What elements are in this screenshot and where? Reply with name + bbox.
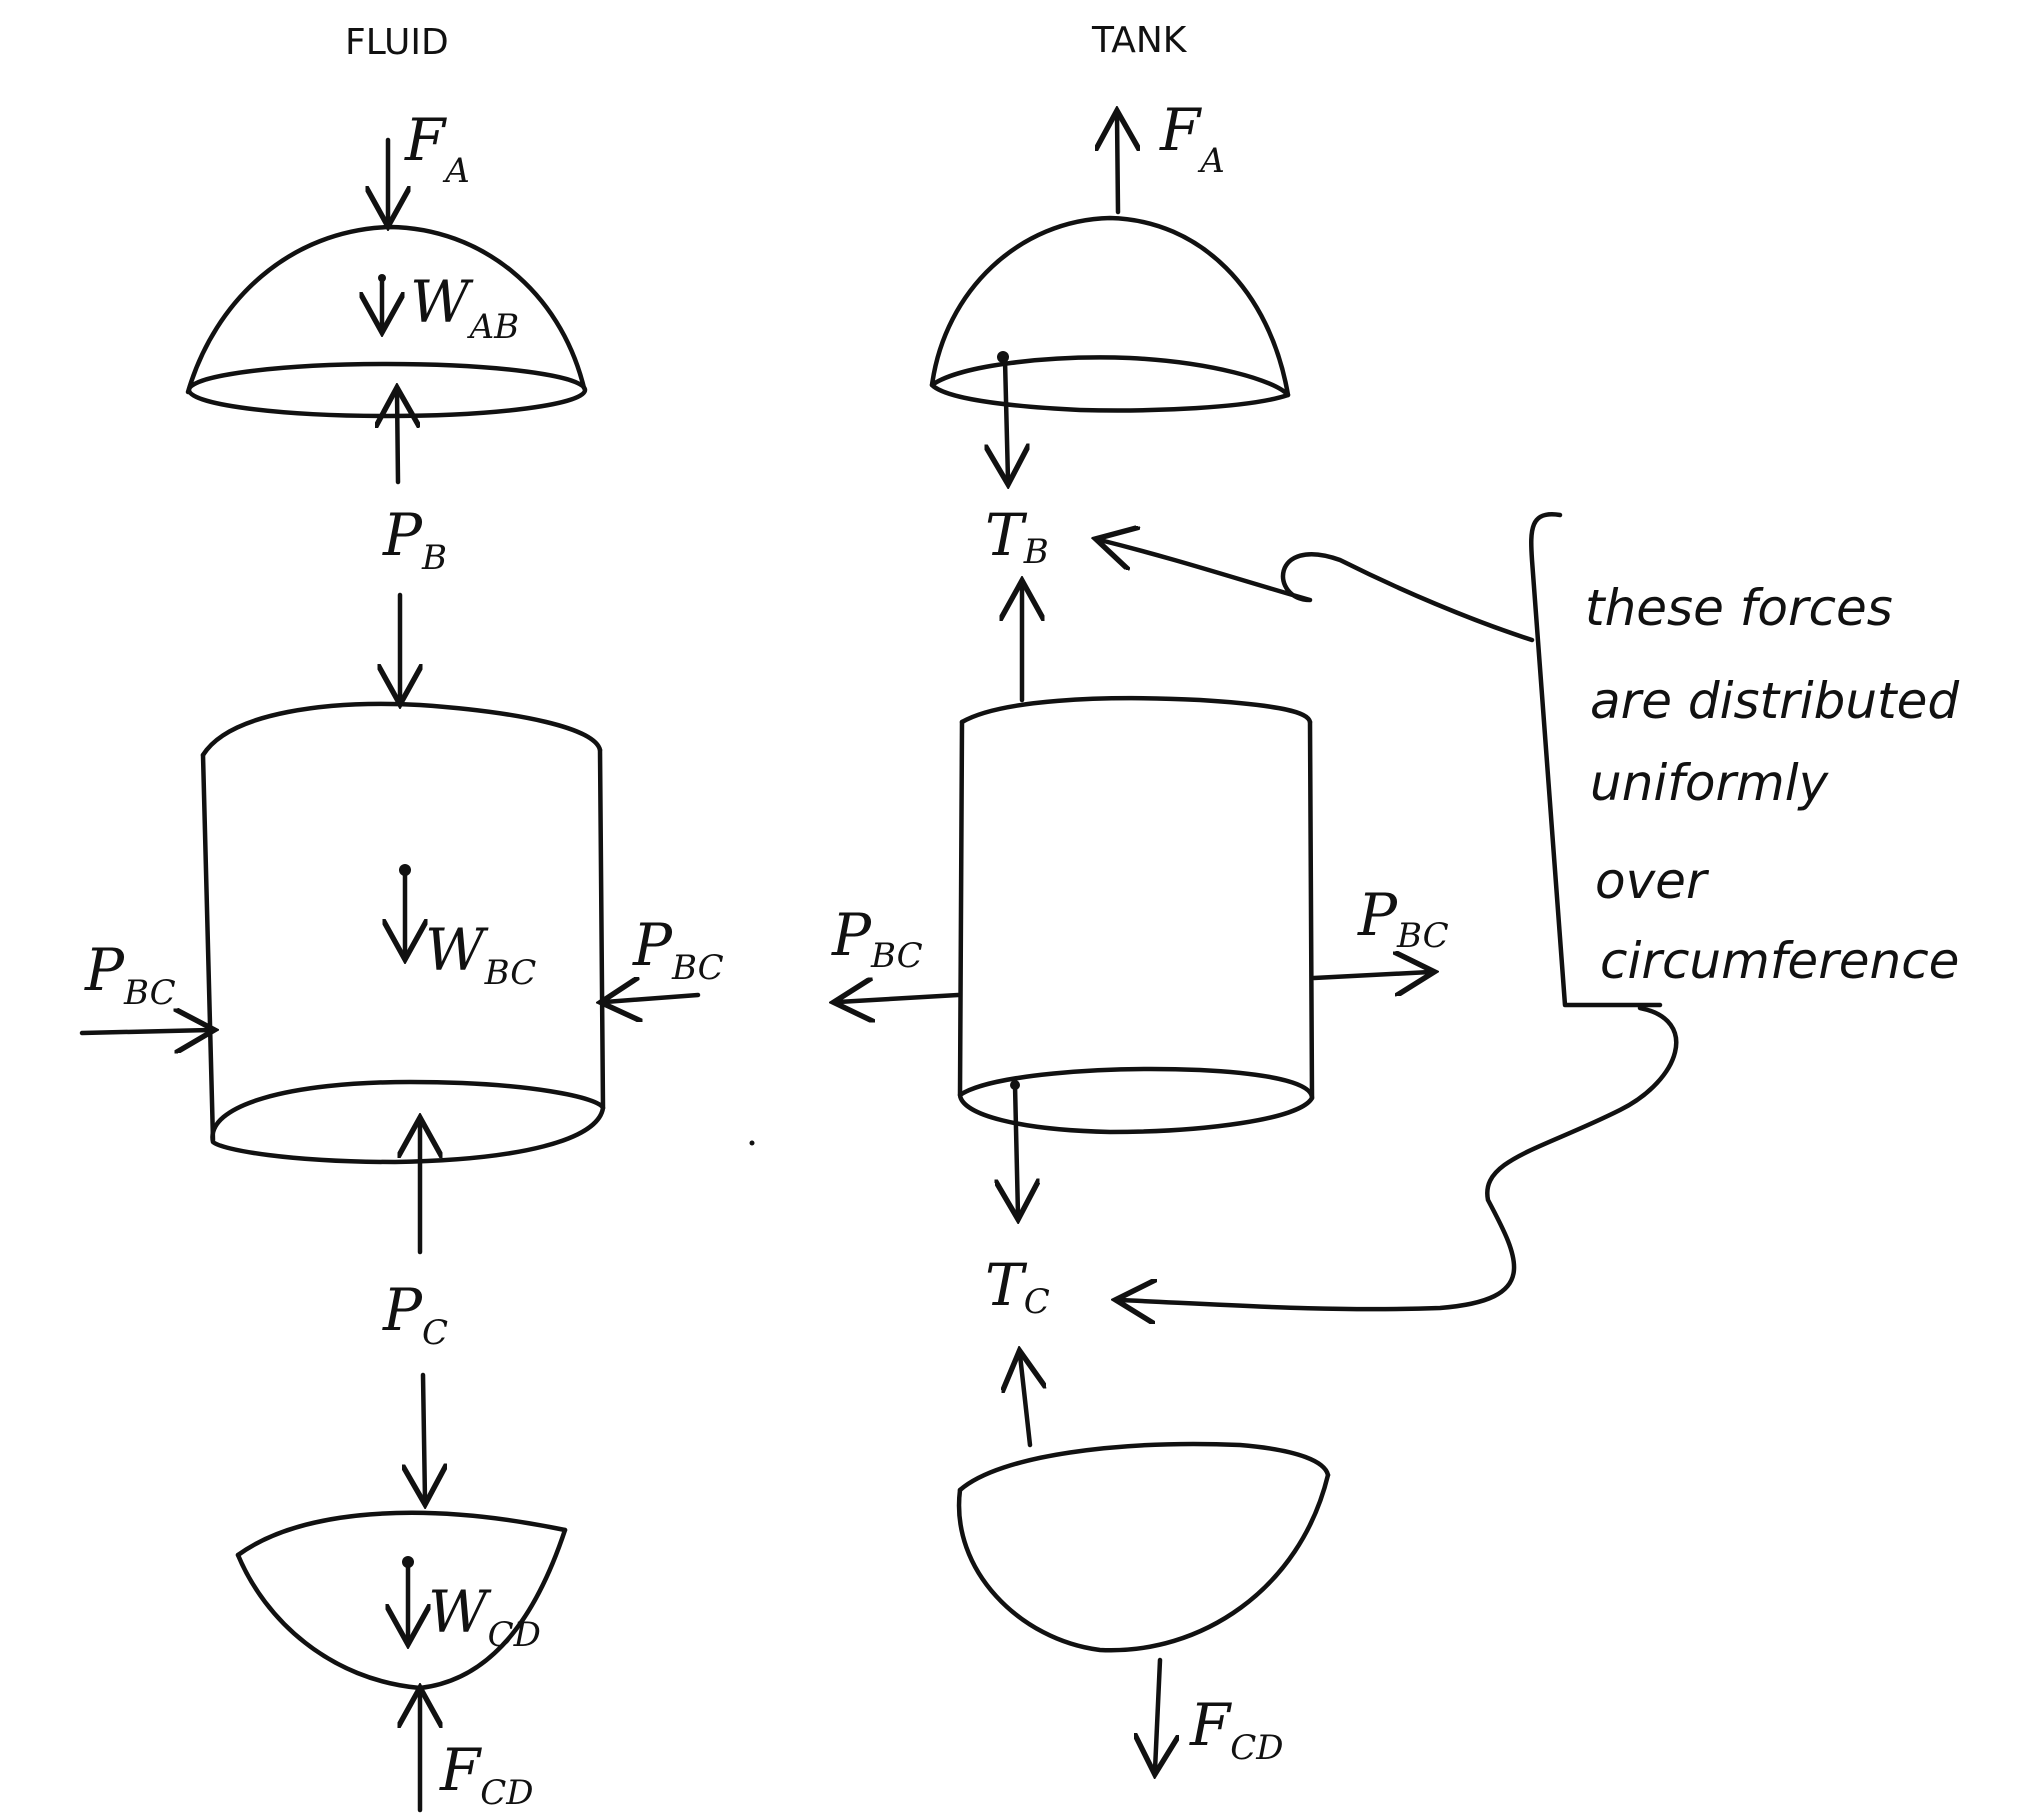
fluid-bottom-bowl — [235, 1510, 568, 1691]
tank-fa-label: FA — [1159, 96, 1225, 181]
fluid-wcd-point — [402, 1556, 414, 1568]
note-bracket — [1529, 511, 1663, 1008]
note-text: these forces are distributed uniformly o… — [1585, 579, 1959, 990]
tank-cylinder — [957, 695, 1315, 1135]
fluid-fa-label: FA — [404, 106, 470, 191]
tank-tc-down-arrow — [1015, 1082, 1018, 1215]
tank-tc-label: TC — [985, 1251, 1050, 1322]
tank-pbc-left-arrow — [838, 995, 961, 1002]
fluid-pbc-left-arrow — [79, 1030, 210, 1033]
tank-tb-down-arrow — [1005, 357, 1008, 480]
fluid-wab-label: WAB — [410, 268, 519, 347]
fluid-pc-down-arrow — [423, 1372, 425, 1500]
tank-pbc-left-label: PBC — [831, 901, 923, 976]
fluid-pb-label: PB — [382, 501, 447, 578]
fluid-wab-point — [378, 274, 386, 282]
tank-tc-up-arrow — [1020, 1355, 1030, 1448]
fluid-pbc-left-label: PBC — [84, 936, 176, 1013]
fluid-pbc-right-label: PBC — [632, 911, 724, 988]
note-line-4: over — [1595, 852, 1710, 910]
fluid-fcd-label: FCD — [439, 1736, 534, 1813]
fluid-pbc-right-arrow — [605, 995, 701, 1002]
tank-bottom-bowl — [956, 1441, 1331, 1653]
fluid-pb-up-arrow — [397, 392, 398, 485]
leader-to-tc — [1120, 1005, 1679, 1309]
fluid-wcd-label: WCD — [428, 1578, 541, 1655]
tank-fcd-arrow — [1155, 1657, 1160, 1770]
tank-top-dome — [929, 215, 1291, 413]
tank-tb-label: TB — [985, 501, 1049, 572]
fluid-top-dome — [185, 224, 588, 419]
fluid-pc-label: PC — [382, 1276, 448, 1353]
stray-dot — [749, 1140, 755, 1146]
fluid-wbc-label: WBC — [425, 916, 536, 993]
fluid-wbc-point — [399, 864, 411, 876]
note-line-1: these forces — [1585, 579, 1893, 637]
leader-to-tb — [1100, 540, 1535, 643]
note-line-2: are distributed — [1590, 672, 1959, 730]
tank-pbc-right-label: PBC — [1357, 881, 1449, 956]
tank-fcd-label: FCD — [1189, 1691, 1284, 1768]
tank-header: TANK — [1091, 20, 1188, 61]
tank-fa-arrow — [1117, 115, 1118, 215]
note-line-3: uniformly — [1590, 754, 1830, 812]
note-line-5: circumference — [1600, 932, 1959, 990]
tank-pbc-right-arrow — [1311, 972, 1430, 978]
fluid-header: FLUID — [345, 22, 449, 63]
fluid-cylinder — [200, 701, 606, 1165]
